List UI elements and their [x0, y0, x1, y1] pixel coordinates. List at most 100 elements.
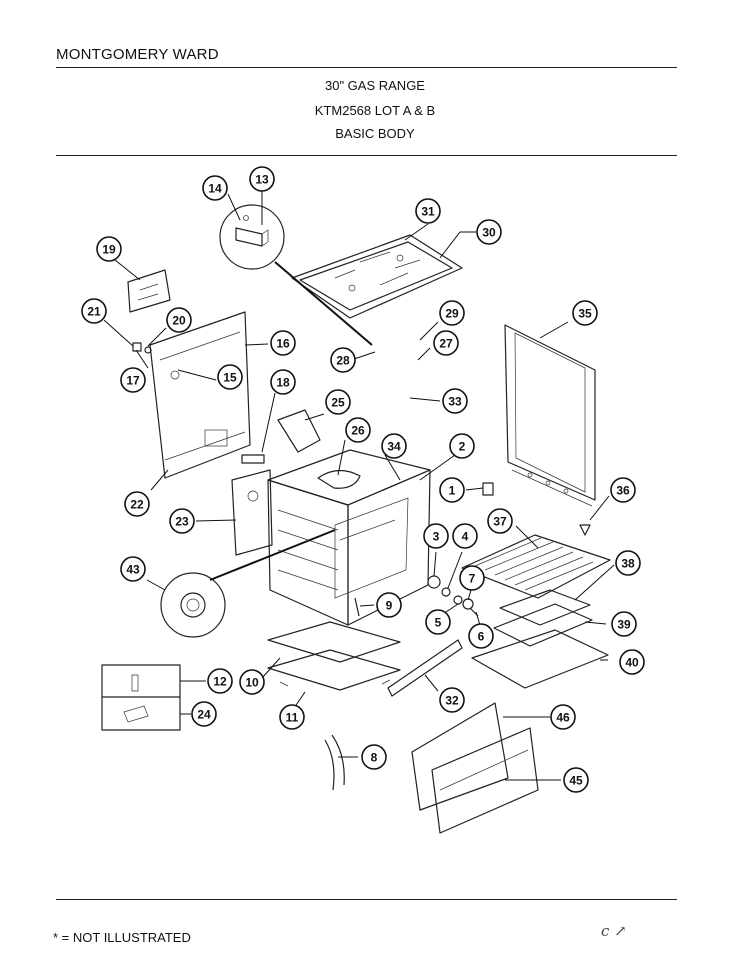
title-line-1: 30" GAS RANGE: [325, 78, 425, 93]
callout-30: 30: [476, 219, 502, 245]
part-5: [453, 595, 463, 605]
callout-10: 10: [239, 669, 265, 695]
callout-6: 6: [468, 623, 494, 649]
callout-2: 2: [449, 433, 475, 459]
part-25: [277, 409, 321, 453]
callout-label: 14: [208, 182, 222, 196]
callout-label: 1: [449, 484, 456, 498]
callout-27: 27: [433, 330, 459, 356]
not-illustrated-note: * = NOT ILLUSTRATED: [53, 930, 191, 945]
callout-label: 34: [387, 440, 401, 454]
part-main-body: [267, 449, 431, 626]
part-26: [317, 469, 361, 489]
callout-label: 5: [435, 616, 442, 630]
part-back-panel: [149, 311, 251, 479]
callout-46: 46: [550, 704, 576, 730]
callout-35: 35: [572, 300, 598, 326]
callout-5: 5: [425, 609, 451, 635]
callout-label: 22: [130, 498, 144, 512]
brand-name: MONTGOMERY WARD: [56, 46, 219, 63]
callout-label: 19: [102, 243, 116, 257]
callout-label: 27: [439, 337, 453, 351]
part-36: [579, 524, 591, 536]
callout-label: 45: [569, 774, 583, 788]
callout-1: 1: [439, 477, 465, 503]
callout-31: 31: [415, 198, 441, 224]
part-19-bracket: [127, 269, 171, 313]
callout-12: 12: [207, 668, 233, 694]
callout-label: 35: [578, 307, 592, 321]
callout-14: 14: [202, 175, 228, 201]
callout-11: 11: [279, 704, 305, 730]
callout-43: 43: [120, 556, 146, 582]
callout-18: 18: [270, 369, 296, 395]
callout-33: 33: [442, 388, 468, 414]
part-21: [132, 342, 142, 352]
callout-45: 45: [563, 767, 589, 793]
callout-label: 7: [469, 572, 476, 586]
callout-label: 21: [87, 305, 101, 319]
callout-label: 2: [459, 440, 466, 454]
callout-label: 28: [336, 354, 350, 368]
callout-7: 7: [459, 565, 485, 591]
callout-label: 17: [126, 374, 140, 388]
title-line-3: BASIC BODY: [335, 126, 415, 141]
part-20: [144, 346, 152, 354]
callout-label: 32: [445, 694, 459, 708]
part-32-rail: [387, 639, 463, 697]
callout-label: 4: [462, 530, 469, 544]
part-1: [482, 482, 494, 496]
detail-circle-bottom: [160, 529, 336, 638]
callout-label: 18: [276, 376, 290, 390]
callout-label: 12: [213, 675, 227, 689]
part-35-door-frame: [504, 324, 596, 507]
callout-25: 25: [325, 389, 351, 415]
callout-label: 9: [386, 599, 393, 613]
part-39: [493, 603, 593, 647]
parts-table-12-24: [101, 664, 181, 731]
callout-label: 8: [371, 751, 378, 765]
footer-rule: [56, 899, 677, 900]
part-7: [462, 598, 474, 610]
callout-4: 4: [452, 523, 478, 549]
callout-label: 31: [421, 205, 435, 219]
callout-36: 36: [610, 477, 636, 503]
callout-label: 24: [197, 708, 211, 722]
part-23-side-panel: [231, 469, 273, 556]
part-cooktop: [291, 234, 463, 319]
callout-label: 33: [448, 395, 462, 409]
callout-label: 3: [433, 530, 440, 544]
part-18: [241, 454, 265, 464]
part-40: [471, 629, 609, 689]
callout-29: 29: [439, 300, 465, 326]
handwritten-mark: c ↗: [601, 922, 627, 940]
callout-26: 26: [345, 417, 371, 443]
callout-37: 37: [487, 508, 513, 534]
part-8: [324, 734, 345, 791]
callout-15: 15: [217, 364, 243, 390]
callout-19: 19: [96, 236, 122, 262]
title-line-2: KTM2568 LOT A & B: [314, 103, 436, 118]
callout-9: 9: [376, 592, 402, 618]
callout-32: 32: [439, 687, 465, 713]
detail-circle-top: [219, 204, 373, 346]
callout-39: 39: [611, 611, 637, 637]
callout-8: 8: [361, 744, 387, 770]
callout-label: 37: [493, 515, 507, 529]
callout-21: 21: [81, 298, 107, 324]
title-rule: [56, 155, 677, 156]
callout-label: 25: [331, 396, 345, 410]
callout-label: 23: [175, 515, 189, 529]
part-38: [499, 589, 591, 626]
callout-23: 23: [169, 508, 195, 534]
part-46-inner-door: [411, 702, 509, 811]
callout-label: 40: [625, 656, 639, 670]
header-rule: [56, 67, 677, 68]
callout-16: 16: [270, 330, 296, 356]
callout-label: 46: [556, 711, 570, 725]
callout-label: 30: [482, 226, 496, 240]
callout-24: 24: [191, 701, 217, 727]
callout-label: 43: [126, 563, 140, 577]
